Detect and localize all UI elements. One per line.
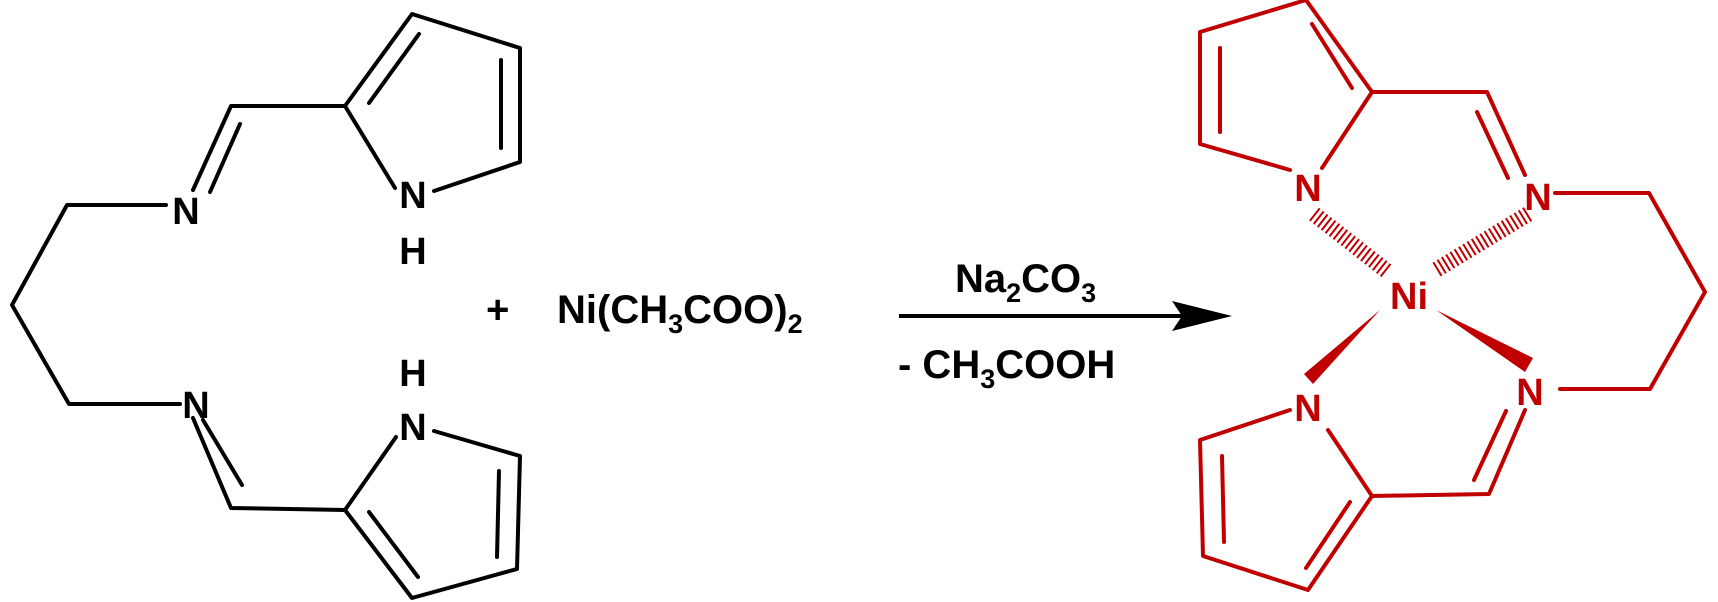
hashed-bond-ni-n-top-right: [1431, 207, 1533, 277]
product-propyl-bridge: [1553, 191, 1707, 391]
reaction-arrow: [899, 301, 1232, 331]
product-bottom-pyrrole-ring: [1198, 408, 1374, 592]
reactant-pyrrole-n-bottom: N: [399, 407, 426, 449]
reactant-pyrrole-h-bottom: H: [399, 353, 426, 395]
product-bottom-imine-double-bond: [1472, 409, 1508, 482]
product-pyrrole-n-bottom: N: [1294, 388, 1321, 430]
reactant-top-imine-double-bond: [208, 122, 242, 194]
reactant-pyrrole-n-top: N: [399, 175, 426, 217]
product-bottom-ring-inner-bond: [1220, 454, 1226, 544]
reactant-imine-n-top: N: [172, 191, 199, 233]
product-top-chain: [1370, 90, 1527, 177]
reaction-arrowhead: [1172, 301, 1232, 331]
reactant-top-ring-inner-bond: [367, 32, 421, 105]
reactant-pyrrole-h-top: H: [399, 231, 426, 273]
reactant-propyl-bridge: [10, 203, 182, 406]
reactant-top-pyrrole-ring: [343, 12, 522, 193]
reactant-bottom-chain: [191, 416, 347, 512]
reactant-atom-labels: N N H N H N: [172, 175, 426, 449]
reactant-bottom-pyrrole-ring: [343, 429, 522, 600]
product-top-pyrrole-ring: [1198, 0, 1374, 172]
product-complex: [1198, 0, 1707, 592]
reactant-imine-n-bottom: N: [182, 385, 209, 427]
wedge-bond-ni-n-bottom-left: [1304, 310, 1380, 384]
product-top-imine-double-bond: [1475, 110, 1510, 180]
product-bottom-chain: [1370, 408, 1527, 498]
condition-sodium-carbonate: Na2CO3: [955, 257, 1096, 308]
product-nickel-center: Ni: [1390, 276, 1428, 318]
plus-sign: +: [486, 288, 509, 332]
reactant-bottom-imine-double-bond: [201, 418, 244, 487]
nickel-acetate-reagent: Ni(CH3COO)2: [557, 288, 803, 339]
product-wedge-bonds: [1304, 310, 1533, 384]
hashed-bond-ni-n-top-left: [1309, 207, 1393, 279]
reactant-bottom-ring-inner-bond: [367, 510, 420, 579]
product-imine-n-bottom: N: [1516, 372, 1543, 414]
condition-acetic-acid-loss: - CH3COOH: [898, 343, 1115, 394]
reactant-bottom-ring-inner-bond: [495, 469, 501, 559]
product-atom-labels: N N Ni N N: [1294, 168, 1551, 430]
product-bottom-ring-inner-bond: [1304, 500, 1352, 570]
product-imine-n-top: N: [1524, 177, 1551, 219]
product-hashed-bonds: [1309, 207, 1533, 279]
reactant-top-chain: [191, 104, 347, 192]
wedge-bond-ni-n-bottom-right: [1436, 310, 1533, 372]
reaction-text: + Ni(CH3COO)2 Na2CO3 - CH3COOH: [486, 257, 1115, 394]
reactant-ligand: [10, 12, 522, 600]
product-top-ring-inner-bond: [1310, 22, 1354, 90]
product-pyrrole-n-top: N: [1294, 168, 1321, 210]
